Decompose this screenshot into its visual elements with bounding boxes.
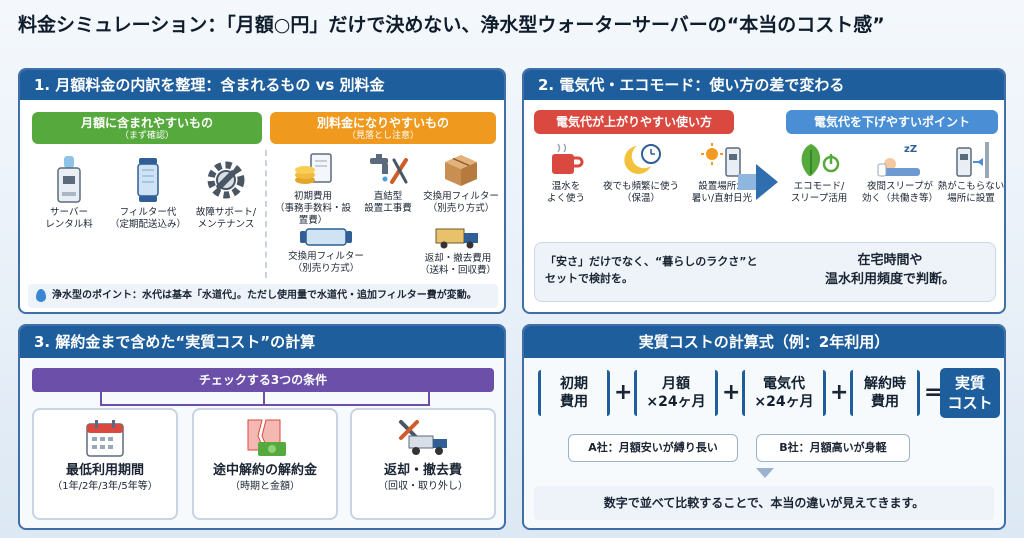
condition-card-cancel-fee: 途中解約の解約金 （時期と金額）	[192, 408, 338, 520]
usage-label: 熱がこもらない 場所に設置	[937, 181, 1005, 204]
included-item-support: 故障サポート/ メンテナンス	[188, 156, 264, 231]
formula-result: 実質 コスト	[940, 368, 1000, 418]
extra-item-filter-exchange: 交換用フィルター （別売り方式）	[420, 152, 502, 215]
condition-sub: （1年/2年/3年/5年等）	[52, 481, 158, 492]
included-pill: 月額に含まれやすいもの （まず確認）	[32, 112, 262, 144]
extra-item-removal: 返却・撤去費用 （送料・回収費）	[412, 226, 504, 277]
section-1-heading: 1. 月額料金の内訳を整理：含まれるもの vs 別料金	[20, 70, 504, 100]
water-server-icon	[57, 156, 81, 203]
condition-sub: （回収・取り外し）	[378, 481, 468, 492]
arrow-right-icon	[756, 164, 778, 200]
svg-text:zZ: zZ	[904, 144, 917, 155]
sleeping-person-icon: zZ	[877, 144, 920, 177]
included-item-label: フィルター代 （定期配送込み）	[109, 207, 186, 230]
formula-plus: +	[614, 380, 633, 405]
condition-title: 途中解約の解約金	[212, 463, 317, 478]
sun-server-icon	[701, 143, 741, 177]
included-item-label: サーバー レンタル料	[45, 207, 93, 230]
conditions-connector	[100, 392, 430, 406]
extra-item-installation: 直結型 設置工事費	[358, 152, 418, 215]
extra-item-initial-fee: 初期費用 （事務手数料・設置費）	[272, 152, 354, 227]
section-4-footer: 数字で並べて比較することで、本当の違いが見えてきます。	[534, 486, 994, 520]
formula-term-cancel: 解約時 費用	[850, 370, 920, 416]
section-3-heading: 3. 解約金まで含めた“実質コスト”の計算	[20, 326, 504, 358]
server-wall-icon	[956, 142, 989, 178]
tools-truck-icon	[399, 420, 447, 455]
usage-up-night: 夜でも頻繁に使う （保温）	[600, 142, 682, 205]
box-icon	[445, 155, 477, 186]
section-1-panel: 1. 月額料金の内訳を整理：含まれるもの vs 別料金 月額に含まれやすいもの …	[18, 68, 506, 314]
usage-down-placement: 熱がこもらない 場所に設置	[936, 142, 1005, 205]
extra-item-label: 交換用フィルター （別売り方式）	[288, 251, 364, 274]
usage-up-hot-place: 設置場所が 暑い/直射日光	[684, 142, 760, 205]
page-title: 料金シミュレーション：「月額○円」だけで決めない、浄水型ウォーターサーバーの“本…	[18, 14, 885, 36]
section-2-callout: 「安さ」だけでなく、“暮らしのラクさ”と セットで検討を。 在宅時間や 温水利用…	[534, 242, 996, 302]
section-2-panel: 2. 電気代・エコモード：使い方の差で変わる 電気代が上がりやすい使い方 電気代…	[522, 68, 1006, 314]
formula-plus: +	[830, 380, 849, 405]
gear-wrench-icon	[207, 161, 245, 199]
usage-label: 夜間スリープが 効く（共働き等）	[861, 181, 938, 204]
condition-card-min-period: 最低利用期間 （1年/2年/3年/5年等）	[32, 408, 178, 520]
extra-pill: 別料金になりやすいもの （見落とし注意）	[270, 112, 496, 144]
down-arrow-icon	[756, 468, 774, 478]
section-1-note: 浄水型のポイント：水代は基本「水道代」。ただし使用量で水道代・追加フィルター費が…	[28, 284, 498, 308]
faucet-tools-icon	[370, 154, 408, 184]
extra-item-label: 直結型 設置工事費	[364, 191, 412, 214]
hot-mug-icon	[552, 143, 584, 174]
usage-label: 夜でも頻繁に使う （保温）	[602, 181, 679, 204]
included-item-label: 故障サポート/ メンテナンス	[195, 207, 257, 230]
usage-down-sleep: zZ 夜間スリープが 効く（共働き等）	[860, 142, 940, 205]
usage-label: 設置場所が 暑い/直射日光	[691, 181, 753, 204]
section-4-heading: 実質コストの計算式（例：2年利用）	[524, 326, 1004, 358]
usage-up-hot-water: 温水を よく使う	[536, 142, 596, 205]
formula-term-monthly: 月額 ×24ヶ月	[634, 370, 718, 416]
conditions-bar: チェックする3つの条件	[32, 368, 494, 392]
usage-label: エコモード/ スリープ活用	[790, 181, 848, 204]
usage-up-pill: 電気代が上がりやすい使い方	[534, 110, 734, 134]
usage-label: 温水を よく使う	[546, 181, 585, 204]
condition-card-removal: 返却・撤去費 （回収・取り外し）	[350, 408, 496, 520]
moon-clock-icon	[624, 144, 661, 174]
leaf-power-icon	[801, 144, 840, 176]
section-1-divider	[265, 150, 267, 278]
filter-cartridge-icon	[137, 158, 159, 202]
extra-item-filter-sold: 交換用フィルター （別売り方式）	[276, 226, 376, 275]
water-drop-icon	[36, 288, 46, 302]
calendar-icon	[86, 420, 124, 457]
filter-cartridge-horizontal-icon	[300, 228, 352, 246]
included-item-filter: フィルター代 （定期配送込み）	[108, 156, 188, 231]
extra-item-label: 返却・撤去費用 （送料・回収費）	[419, 253, 496, 276]
usage-down-pill: 電気代を下げやすいポイント	[786, 110, 998, 134]
formula-plus: +	[722, 380, 741, 405]
extra-item-label: 交換用フィルター （別売り方式）	[423, 191, 499, 214]
included-item-server: サーバー レンタル料	[34, 156, 104, 231]
formula-term-initial: 初期 費用	[538, 370, 610, 416]
torn-contract-money-icon	[247, 419, 286, 456]
company-b-comparison: B社：月額高いが身軽	[756, 434, 910, 462]
usage-down-eco: エコモード/ スリープ活用	[784, 142, 854, 205]
formula-term-electricity: 電気代 ×24ヶ月	[742, 370, 826, 416]
section-2-heading: 2. 電気代・エコモード：使い方の差で変わる	[524, 70, 1004, 100]
callout-left-text: 「安さ」だけでなく、“暮らしのラクさ”と セットで検討を。	[545, 255, 758, 285]
extra-item-label: 初期費用 （事務手数料・設置費）	[274, 191, 351, 226]
callout-right-text: 在宅時間や 温水利用頻度で判断。	[824, 253, 955, 287]
condition-title: 最低利用期間	[65, 463, 144, 478]
section-4-panel: 実質コストの計算式（例：2年利用） 初期 費用 + 月額 ×24ヶ月 + 電気代…	[522, 324, 1006, 530]
condition-title: 返却・撤去費	[383, 463, 462, 478]
arrow-shaft	[738, 174, 756, 190]
formula-equals: =	[924, 380, 943, 405]
section-3-panel: 3. 解約金まで含めた“実質コスト”の計算 チェックする3つの条件 最低利用期間…	[18, 324, 506, 530]
company-a-comparison: A社：月額安いが縛り長い	[568, 434, 738, 462]
conditions-connector-mid	[263, 392, 265, 406]
truck-icon	[435, 228, 478, 249]
coins-document-icon	[295, 153, 332, 184]
condition-sub: （時期と金額）	[230, 481, 300, 492]
